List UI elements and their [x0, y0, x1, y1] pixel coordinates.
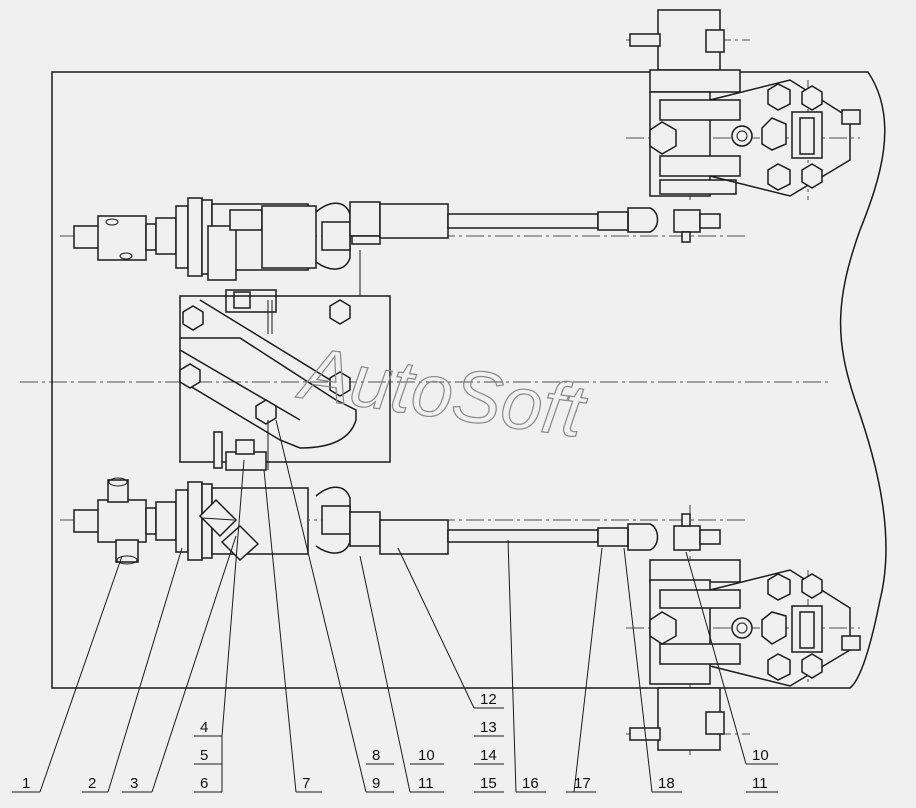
callout-7: 7: [302, 775, 310, 792]
callout-9: 9: [372, 775, 380, 792]
callout-5: 5: [200, 747, 208, 764]
callout-15: 15: [480, 775, 497, 792]
callout-2: 2: [88, 775, 96, 792]
watermark: AutoSoft: [293, 331, 593, 454]
callout-17: 17: [574, 775, 591, 792]
callout-3: 3: [130, 775, 138, 792]
callout-10-left: 10: [418, 747, 435, 764]
callout-11-left: 11: [418, 775, 434, 792]
callout-13: 13: [480, 719, 497, 736]
upper-right-mechanism: [629, 9, 861, 197]
callout-14: 14: [480, 747, 497, 764]
callout-10-right: 10: [752, 747, 769, 764]
callout-6: 6: [200, 775, 208, 792]
callout-12: 12: [480, 691, 497, 708]
callout-4: 4: [200, 719, 208, 736]
callout-16: 16: [522, 775, 539, 792]
callout-labels: 1 2 3 4 5 6 7 8 9 10 11 12 13 14 15 16 1…: [22, 691, 769, 792]
hex-bolt: [179, 299, 351, 425]
callout-18: 18: [658, 775, 675, 792]
leader-lines: [12, 419, 778, 793]
callout-1: 1: [22, 775, 30, 792]
lower-cylinder-assembly: [73, 420, 721, 565]
upper-cylinder-assembly: [73, 197, 721, 334]
base-plate: [51, 71, 887, 689]
lower-right-mechanism: [629, 559, 861, 751]
center-bracket: [179, 250, 391, 463]
callout-8: 8: [372, 747, 380, 764]
callout-11-right: 11: [752, 775, 768, 792]
